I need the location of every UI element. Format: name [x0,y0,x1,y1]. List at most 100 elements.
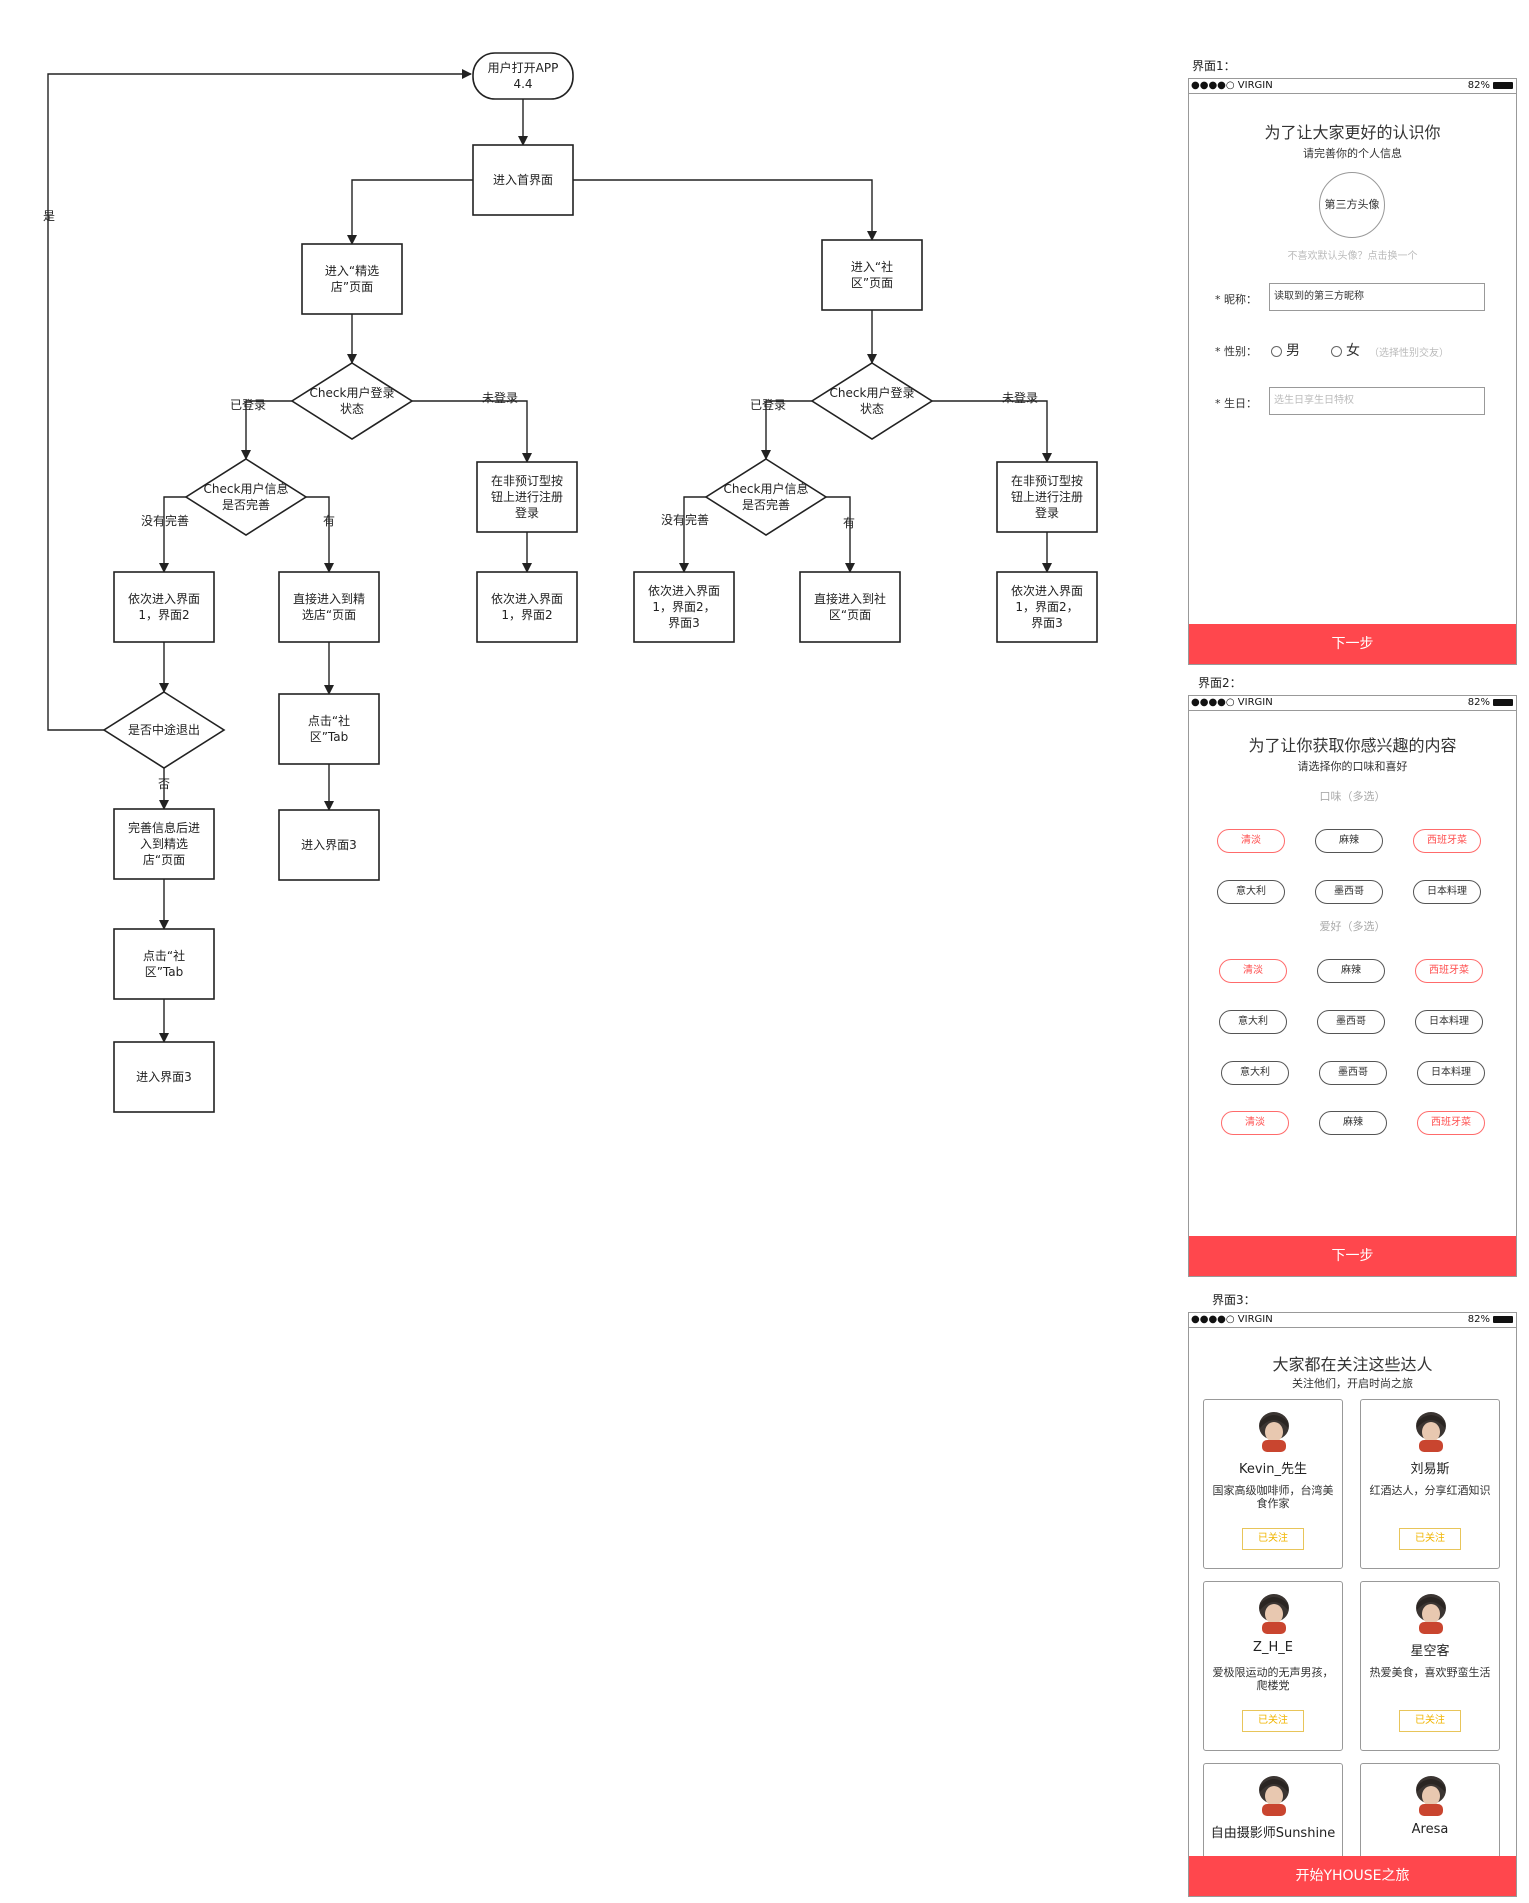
process-node [113,1041,215,1113]
process-node [633,571,735,643]
screen1-label: 界面1： [1192,59,1236,73]
edge-label-not-logged-in: 未登录 [1002,390,1038,405]
avatar-icon [1259,1594,1289,1634]
edge-label-has: 有 [323,514,335,528]
process-node [113,571,215,643]
birthday-input[interactable]: 选生日享生日特权 [1269,387,1485,415]
screen1-title: 为了让大家更好的认识你 [1264,123,1441,142]
flow-arrow [47,69,472,731]
gender-label: * 性别： [1215,345,1257,358]
battery-text: 82% [1467,80,1490,91]
radio-icon [1331,345,1342,357]
edge-label-no: 否 [158,777,170,791]
preference-tag[interactable]: 麻辣 [1317,959,1385,983]
preference-tag[interactable]: 日本料理 [1417,1061,1485,1085]
edge-label-logged-in: 已登录 [750,397,786,412]
preference-tag[interactable]: 意大利 [1221,1061,1289,1085]
expert-card[interactable]: 刘易斯红酒达人，分享红酒知识已关注 [1360,1399,1500,1569]
screen2-subtitle: 请选择你的口味和喜好 [1297,760,1408,773]
avatar-icon [1416,1776,1446,1816]
preference-tag[interactable]: 日本料理 [1415,1010,1483,1034]
follow-button[interactable]: 已关注 [1242,1710,1304,1732]
expert-card[interactable]: 星空客热爱美食，喜欢野蛮生活已关注 [1360,1581,1500,1751]
expert-card[interactable]: Z_H_E 爱极限运动的无声男孩，爬楼党已关注 [1203,1581,1343,1751]
node-label-tap-tab-1: 点击“社区”Tab [308,713,350,744]
node-label-quit-mid: 是否中途退出 [128,722,200,737]
avatar-button[interactable]: 第三方头像 [1319,172,1385,238]
follow-button[interactable]: 已关注 [1242,1528,1304,1550]
birthday-label: * 生日： [1215,397,1257,410]
preference-tag[interactable]: 意大利 [1219,1010,1287,1034]
avatar-icon [1259,1776,1289,1816]
expert-card[interactable]: Kevin_先生国家高级咖啡师，台湾美食作家已关注 [1203,1399,1343,1569]
preference-tag[interactable]: 墨西哥 [1315,880,1383,904]
expert-desc: 热爱美食，喜欢野蛮生活 [1369,1666,1491,1679]
preference-tag[interactable]: 西班牙菜 [1413,829,1481,853]
avatar-icon [1416,1594,1446,1634]
node-label-check-login-1: Check用户登录状态 [310,385,395,416]
flow-arrow [932,400,1052,463]
node-label-tap-tab-2: 点击“社区”Tab [143,948,185,979]
flow-arrow [159,496,186,573]
preference-tag[interactable]: 西班牙菜 [1415,959,1483,983]
process-node [476,461,578,533]
preference-tag[interactable]: 意大利 [1217,880,1285,904]
decision-node [290,362,414,440]
node-label-complete-info: 完善信息后进入到精选店“页面 [128,820,200,867]
preference-tag[interactable]: 西班牙菜 [1417,1111,1485,1135]
status-bar: ●●●●○ VIRGIN 82% [1189,696,1516,711]
male-label: 男 [1286,343,1300,359]
carrier-text: ●●●●○ VIRGIN [1191,1314,1273,1325]
battery-text: 82% [1467,1314,1490,1325]
expert-name: Z_H_E [1253,1640,1293,1655]
flow-arrow [347,179,473,245]
battery-text: 82% [1467,697,1490,708]
battery-icon [1493,698,1513,706]
expert-name: 星空客 [1410,1644,1450,1659]
node-label-home: 进入首界面 [493,173,553,187]
expert-name: 刘易斯 [1410,1462,1450,1477]
next-button[interactable]: 下一步 [1189,1236,1516,1276]
preference-tag[interactable]: 麻辣 [1319,1111,1387,1135]
follow-button[interactable]: 已关注 [1399,1710,1461,1732]
process-node [472,144,574,216]
process-node [278,693,380,765]
node-label-enter3-2: 进入界面3 [136,1070,192,1084]
avatar-icon [1416,1412,1446,1452]
preference-tag[interactable]: 墨西哥 [1317,1010,1385,1034]
taste-title: 口味（多选） [1319,790,1386,803]
preference-tag[interactable]: 清淡 [1217,829,1285,853]
radio-icon [1271,345,1282,357]
start-node [472,52,574,100]
decision-node [704,458,828,536]
process-node [996,571,1098,643]
avatar-hint-link[interactable]: 不喜欢默认头像？点击换一个 [1287,251,1418,262]
follow-button[interactable]: 已关注 [1399,1528,1461,1550]
expert-desc: 爱极限运动的无声男孩，爬楼党 [1212,1666,1334,1692]
start-button[interactable]: 开始YHOUSE之旅 [1189,1856,1516,1896]
node-label-check-login-2: Check用户登录状态 [830,385,915,416]
next-button[interactable]: 下一步 [1189,624,1516,664]
flow-arrow [573,179,877,241]
nickname-input[interactable]: 读取到的第三方昵称 [1269,283,1485,311]
preference-tag[interactable]: 麻辣 [1315,829,1383,853]
edge-label-incomplete: 没有完善 [141,513,189,528]
screen3-subtitle: 关注他们，开启时尚之旅 [1292,1377,1413,1390]
process-node [278,809,380,881]
female-radio[interactable]: 女 [1331,340,1360,360]
female-label: 女 [1346,343,1360,359]
screen1-phone: ●●●●○ VIRGIN 82% 为了让大家更好的认识你 请完善你的个人信息 第… [1188,78,1517,665]
preference-tag[interactable]: 清淡 [1221,1111,1289,1135]
node-label-register-1: 在非预订型按钮上进行注册登录 [491,474,563,520]
process-node [278,571,380,643]
preference-tag[interactable]: 墨西哥 [1319,1061,1387,1085]
male-radio[interactable]: 男 [1271,340,1300,360]
node-label-direct-shop: 直接进入到精选店“页面 [293,591,365,622]
preference-tag[interactable]: 清淡 [1219,959,1287,983]
preference-tag[interactable]: 日本料理 [1413,880,1481,904]
status-bar: ●●●●○ VIRGIN 82% [1189,79,1516,94]
hobby-title: 爱好（多选） [1319,920,1386,933]
